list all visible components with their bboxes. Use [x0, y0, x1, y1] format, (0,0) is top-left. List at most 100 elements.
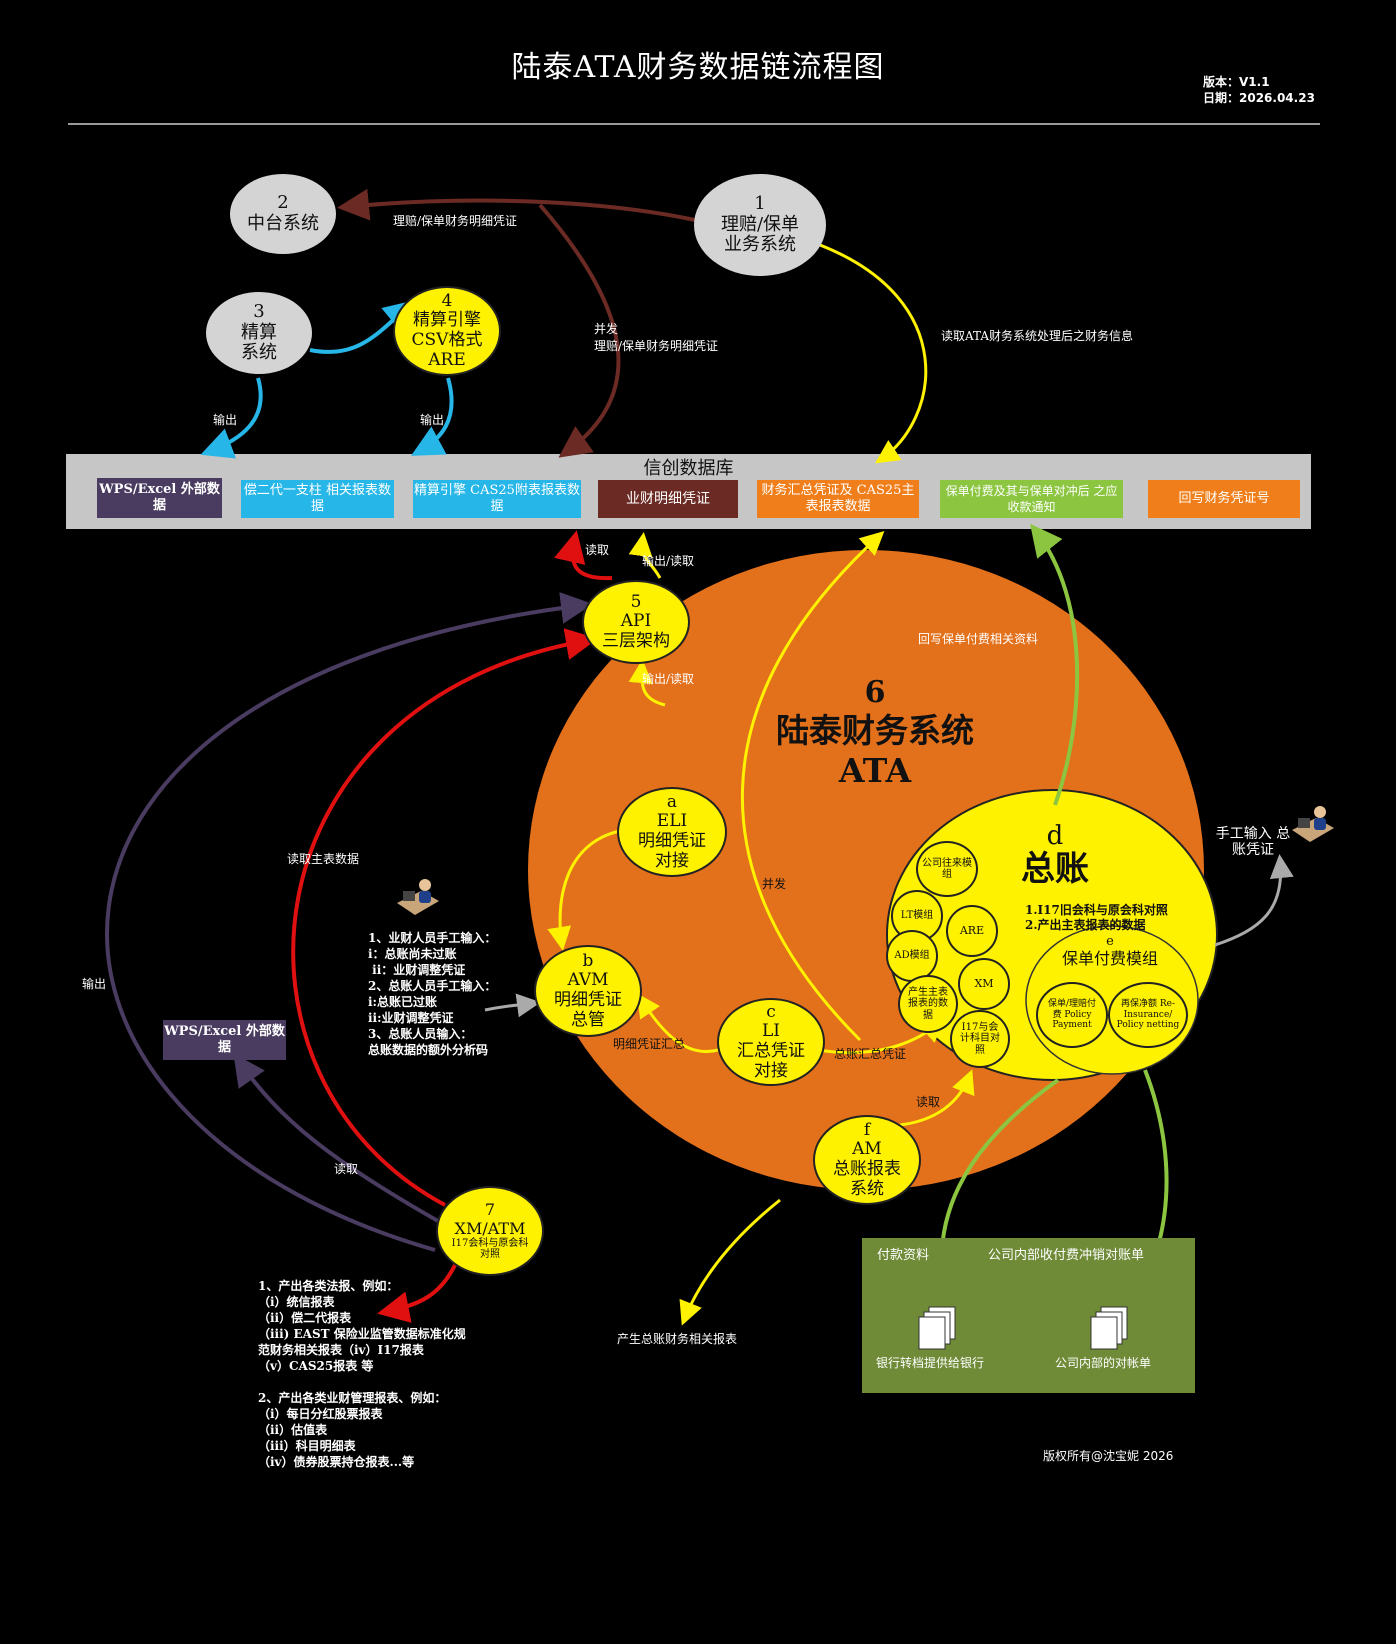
- node-b-avm[interactable]: b AVM 明细凭证 总管: [534, 945, 642, 1037]
- node-c-num: c: [766, 1001, 776, 1022]
- edge-label-read-db: 读取: [585, 543, 610, 557]
- node-d-general-ledger[interactable]: d 总账: [1005, 822, 1105, 888]
- node-2-num: 2: [277, 192, 289, 214]
- db-box-wps-excel[interactable]: WPS/Excel 外部数据: [97, 478, 222, 518]
- module-main-report-data[interactable]: 产生主表报表的数据: [898, 975, 958, 1033]
- node-b-num: b: [582, 950, 594, 971]
- node-4-actuarial-engine[interactable]: 4 精算引擎 CSV格式 ARE: [393, 286, 501, 376]
- arrow-7-output-to-5: [105, 592, 593, 1252]
- arrow-ledger-writeback-db: [1030, 523, 1080, 806]
- node-2-middle-platform[interactable]: 2 中台系统: [230, 174, 336, 254]
- arrow-4-to-db: [410, 377, 454, 456]
- node-4-num: 4: [441, 290, 453, 311]
- arrow-7-read-wps: [233, 1053, 446, 1227]
- node-3-line1: 精算: [241, 321, 277, 343]
- arrow-manual-gl-voucher: [1214, 854, 1294, 947]
- edge-label-read-ata: 读取ATA财务系统处理后之财务信息: [941, 329, 1134, 343]
- node-c-line2: 汇总凭证: [737, 1041, 805, 1061]
- arrow-concurrent-ledger-to-db: [741, 530, 885, 1042]
- arrow-3-to-db: [200, 377, 263, 459]
- arrow-5-output-db: [628, 532, 662, 579]
- arrow-c-to-b: [636, 993, 719, 1054]
- node-1-business-system[interactable]: 1 理赔/保单 业务系统: [694, 174, 826, 276]
- node-d-items: 1.I17旧会科与原会科对照 2.产出主表报表的数据: [1025, 903, 1168, 933]
- report-output-notes: 1、产出各类法报、例如： （i）统信报表 （ii）偿二代报表 （iii) EAS…: [258, 1279, 466, 1469]
- payment-documents-panel: [862, 1238, 1195, 1393]
- node-3-num: 3: [253, 300, 265, 322]
- title-divider: [68, 123, 1320, 125]
- edge-label-1-to-2: 理赔/保单财务明细凭证: [393, 214, 518, 228]
- page-title: 陆泰ATA财务数据链流程图: [511, 50, 885, 85]
- edge-label-concurrent-b: 理赔/保单财务明细凭证: [594, 339, 719, 353]
- node-c-line1: LI: [761, 1021, 780, 1042]
- date-text: 日期：2026.04.23: [1203, 91, 1315, 105]
- db-box-business-detail-voucher[interactable]: 业财明细凭证: [598, 480, 738, 518]
- module-are[interactable]: ARE: [946, 905, 998, 957]
- module-policy-claim-payment[interactable]: 保单/理赔付费 Policy Payment: [1036, 982, 1108, 1048]
- edge-label-concurrent-ledger: 并发: [762, 877, 787, 891]
- edge-label-output-read-6: 输出/读取: [642, 672, 695, 686]
- db-box-summary-voucher[interactable]: 财务汇总凭证及 CAS25主表报表数据: [757, 480, 919, 518]
- node-1-num: 1: [754, 192, 766, 214]
- payment-panel-heading-1: 付款资料: [877, 1248, 930, 1263]
- module-intercompany[interactable]: 公司往来模组: [916, 841, 978, 897]
- node-6-line2: ATA: [838, 750, 912, 790]
- node-e-num: e: [1106, 934, 1114, 949]
- node-7-xm-atm[interactable]: 7 XM/ATM I17会科与原会科 对照: [436, 1186, 544, 1276]
- document-stack-icon: [1090, 1306, 1128, 1350]
- db-box-writeback-voucher[interactable]: 回写财务凭证号: [1148, 480, 1300, 518]
- node-6-ata-heading[interactable]: 6 陆泰财务系统 ATA: [740, 675, 1010, 790]
- arrow-a-to-b: [547, 828, 626, 951]
- edge-label-writeback: 回写保单付费相关资料: [918, 632, 1039, 646]
- edge-label-read-wps: 读取: [334, 1162, 359, 1176]
- database-title: 信创数据库: [643, 458, 734, 479]
- module-xm[interactable]: XM: [958, 958, 1010, 1010]
- arrow-1-to-db: [819, 243, 928, 464]
- node-1-line2: 业务系统: [724, 234, 796, 256]
- arrow-concurrent-to-db: [538, 203, 621, 458]
- node-5-api[interactable]: 5 API 三层架构: [582, 580, 690, 664]
- node-f-line3: 系统: [850, 1178, 884, 1199]
- node-a-eli[interactable]: a ELI 明细凭证 对接: [617, 787, 727, 877]
- node-e-label: 保单付费模组: [1061, 948, 1158, 968]
- arrow-1-to-2: [337, 188, 696, 222]
- arrow-7-to-reports: [377, 1264, 457, 1323]
- edge-label-read-main: 读取主表数据: [287, 852, 360, 866]
- arrow-5-read-db: [554, 530, 613, 581]
- edge-label-read-f: 读取: [916, 1095, 941, 1109]
- node-5-line1: API: [620, 611, 652, 632]
- node-f-line2: 总账报表: [833, 1159, 901, 1179]
- node-f-num: f: [863, 1119, 871, 1140]
- db-box-policy-payment-notice[interactable]: 保单付费及其与保单对冲后 之应收款通知: [940, 480, 1123, 518]
- external-wps-excel[interactable]: WPS/Excel 外部数据: [163, 1020, 286, 1060]
- node-e-policy-payment-module[interactable]: e 保单付费模组: [1040, 934, 1180, 968]
- node-6-num: 6: [864, 675, 886, 710]
- node-a-line2: 明细凭证: [638, 831, 706, 851]
- module-i17-mapping[interactable]: I17与会计科目对照: [950, 1010, 1010, 1068]
- db-box-solvency[interactable]: 偿二代一支柱 相关报表数据: [241, 480, 394, 518]
- node-c-li[interactable]: c LI 汇总凭证 对接: [717, 998, 825, 1086]
- edge-label-concurrent-a: 并发: [594, 322, 619, 336]
- node-f-line1: AM: [852, 1139, 882, 1160]
- edge-label-gl-summary: 总账汇总凭证: [834, 1047, 907, 1061]
- node-a-num: a: [666, 791, 678, 812]
- node-5-line2: 三层架构: [602, 630, 670, 651]
- module-reinsurance-netting[interactable]: 再保净额 Re-Insurance/ Policy netting: [1108, 982, 1188, 1048]
- node-d-item2: 2.产出主表报表的数据: [1025, 918, 1146, 932]
- manual-gl-voucher-label: 手工输入 总账凭证: [1215, 826, 1291, 858]
- module-ad[interactable]: AD模组: [886, 930, 938, 982]
- arrow-manual-to-b: [484, 993, 541, 1018]
- document-stack-icon: [918, 1306, 956, 1350]
- node-7-line1: XM/ATM: [454, 1218, 526, 1238]
- edge-label-output-read-db: 输出/读取: [642, 554, 695, 568]
- edge-label-output-3: 输出: [213, 413, 238, 427]
- node-2-label: 中台系统: [247, 213, 319, 234]
- node-d-num: d: [1046, 821, 1064, 851]
- node-f-am[interactable]: f AM 总账报表 系统: [813, 1115, 921, 1205]
- arrow-f-to-d: [899, 1069, 975, 1127]
- node-c-line3: 对接: [754, 1060, 788, 1081]
- manual-input-notes: 1、业财人员手工输入： i：总账尚未过账 ii：业财调整凭证 2、总账人员手工输…: [368, 931, 497, 1057]
- db-box-actuarial-cas25[interactable]: 精算引擎 CAS25附表报表数据: [413, 480, 581, 518]
- node-3-actuarial-system[interactable]: 3 精算 系统: [206, 292, 312, 374]
